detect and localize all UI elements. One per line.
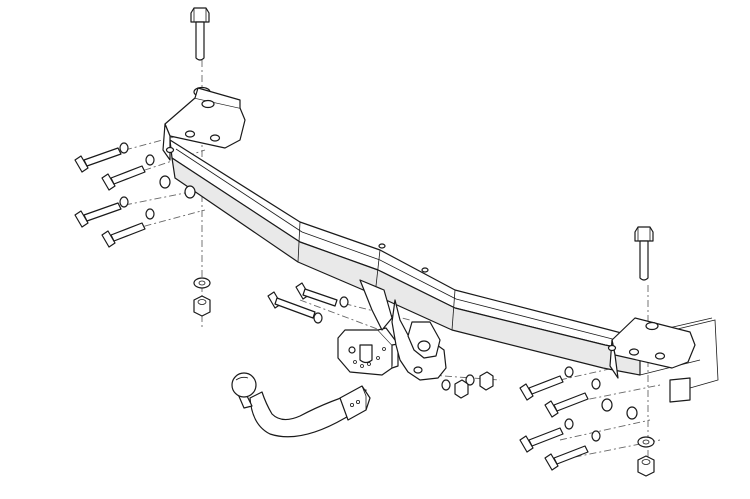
tow-ball-arm [231,372,371,438]
side-bolt-left-1 [74,147,122,173]
mounting-bracket-left [162,87,246,161]
socket-plate [337,327,399,376]
socket-bolt-2 [295,282,338,307]
centre-nut-2 [479,371,494,391]
crossbar-beam [169,139,641,376]
hex-nut-left [193,295,211,317]
side-bolt-right-2 [544,392,589,418]
washers-left [119,142,196,220]
side-bolt-right-4 [544,445,589,471]
vertical-bolt-right [634,226,654,281]
centre-washer-2 [465,374,475,386]
side-bolt-left-3 [74,202,122,228]
side-bolt-left-2 [101,165,146,191]
side-bolt-left-4 [101,222,146,248]
side-bolt-right-1 [519,375,564,401]
receiver-bracket [359,279,447,381]
vertical-bolt-left [190,7,210,61]
washer-bottom-left [193,277,211,289]
centre-nut-1 [454,379,469,399]
mounting-bracket-right [607,317,696,379]
side-bolt-right-3 [519,427,564,453]
hex-nut-right [637,455,655,477]
socket-washers [313,296,349,324]
washers-right [564,366,638,442]
socket-bolt-1 [267,291,316,319]
centre-washer-1 [441,379,451,391]
washer-bottom-right [637,436,655,448]
